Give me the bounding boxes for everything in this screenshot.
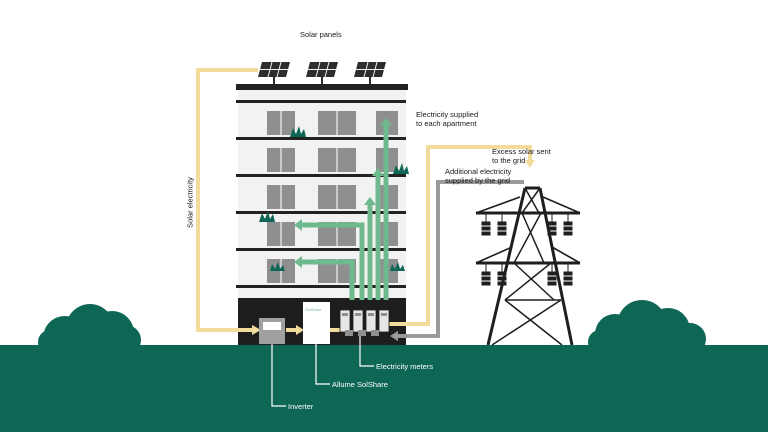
label-leader-lines xyxy=(271,336,374,407)
apartment-supply-arrows xyxy=(300,124,389,300)
solar-panel-icon xyxy=(258,61,290,84)
transmission-tower-icon xyxy=(475,186,581,346)
additional-electricity-label: Additional electricity supplied by the g… xyxy=(445,167,511,185)
electricity-meters-label: Electricity meters xyxy=(376,362,434,371)
solshare-brand-text: SolShare xyxy=(305,307,322,312)
excess-solar-line1: Excess solar sent xyxy=(492,147,551,156)
solar-panels-label: Solar panels xyxy=(300,30,342,39)
electricity-supplied-line2: to each apartment xyxy=(416,119,477,128)
inverter-icon xyxy=(259,318,285,344)
ground xyxy=(0,345,768,432)
electricity-supplied-line1: Electricity supplied xyxy=(416,110,479,119)
inverter-label: Inverter xyxy=(288,402,314,411)
solar-panel-icon xyxy=(306,61,338,84)
bush-right xyxy=(588,300,706,355)
solar-panel-icon xyxy=(354,61,386,84)
electricity-meter-icons xyxy=(339,309,390,336)
plant-icons xyxy=(259,126,409,271)
grid-supply-line xyxy=(390,180,524,341)
tower-insulator-icons xyxy=(481,213,573,286)
electricity-supplied-label: Electricity supplied to each apartment xyxy=(416,110,478,128)
additional-electricity-line1: Additional electricity xyxy=(445,167,512,176)
solshare-box-icon xyxy=(303,302,330,344)
solar-electricity-label: Solar electricity xyxy=(185,177,195,228)
inverter-to-solshare-line xyxy=(286,325,304,335)
additional-electricity-line2: supplied by the grid xyxy=(445,176,511,185)
solar-panel-icons xyxy=(258,61,386,84)
excess-solar-line2: to the grid xyxy=(492,156,526,165)
excess-solar-line xyxy=(386,145,535,326)
solar-electricity-line xyxy=(196,68,261,335)
allume-solshare-label: Allume SolShare xyxy=(332,380,388,389)
excess-solar-label: Excess solar sent to the grid xyxy=(492,147,551,165)
apartment-supply-arrowheads xyxy=(294,118,392,268)
